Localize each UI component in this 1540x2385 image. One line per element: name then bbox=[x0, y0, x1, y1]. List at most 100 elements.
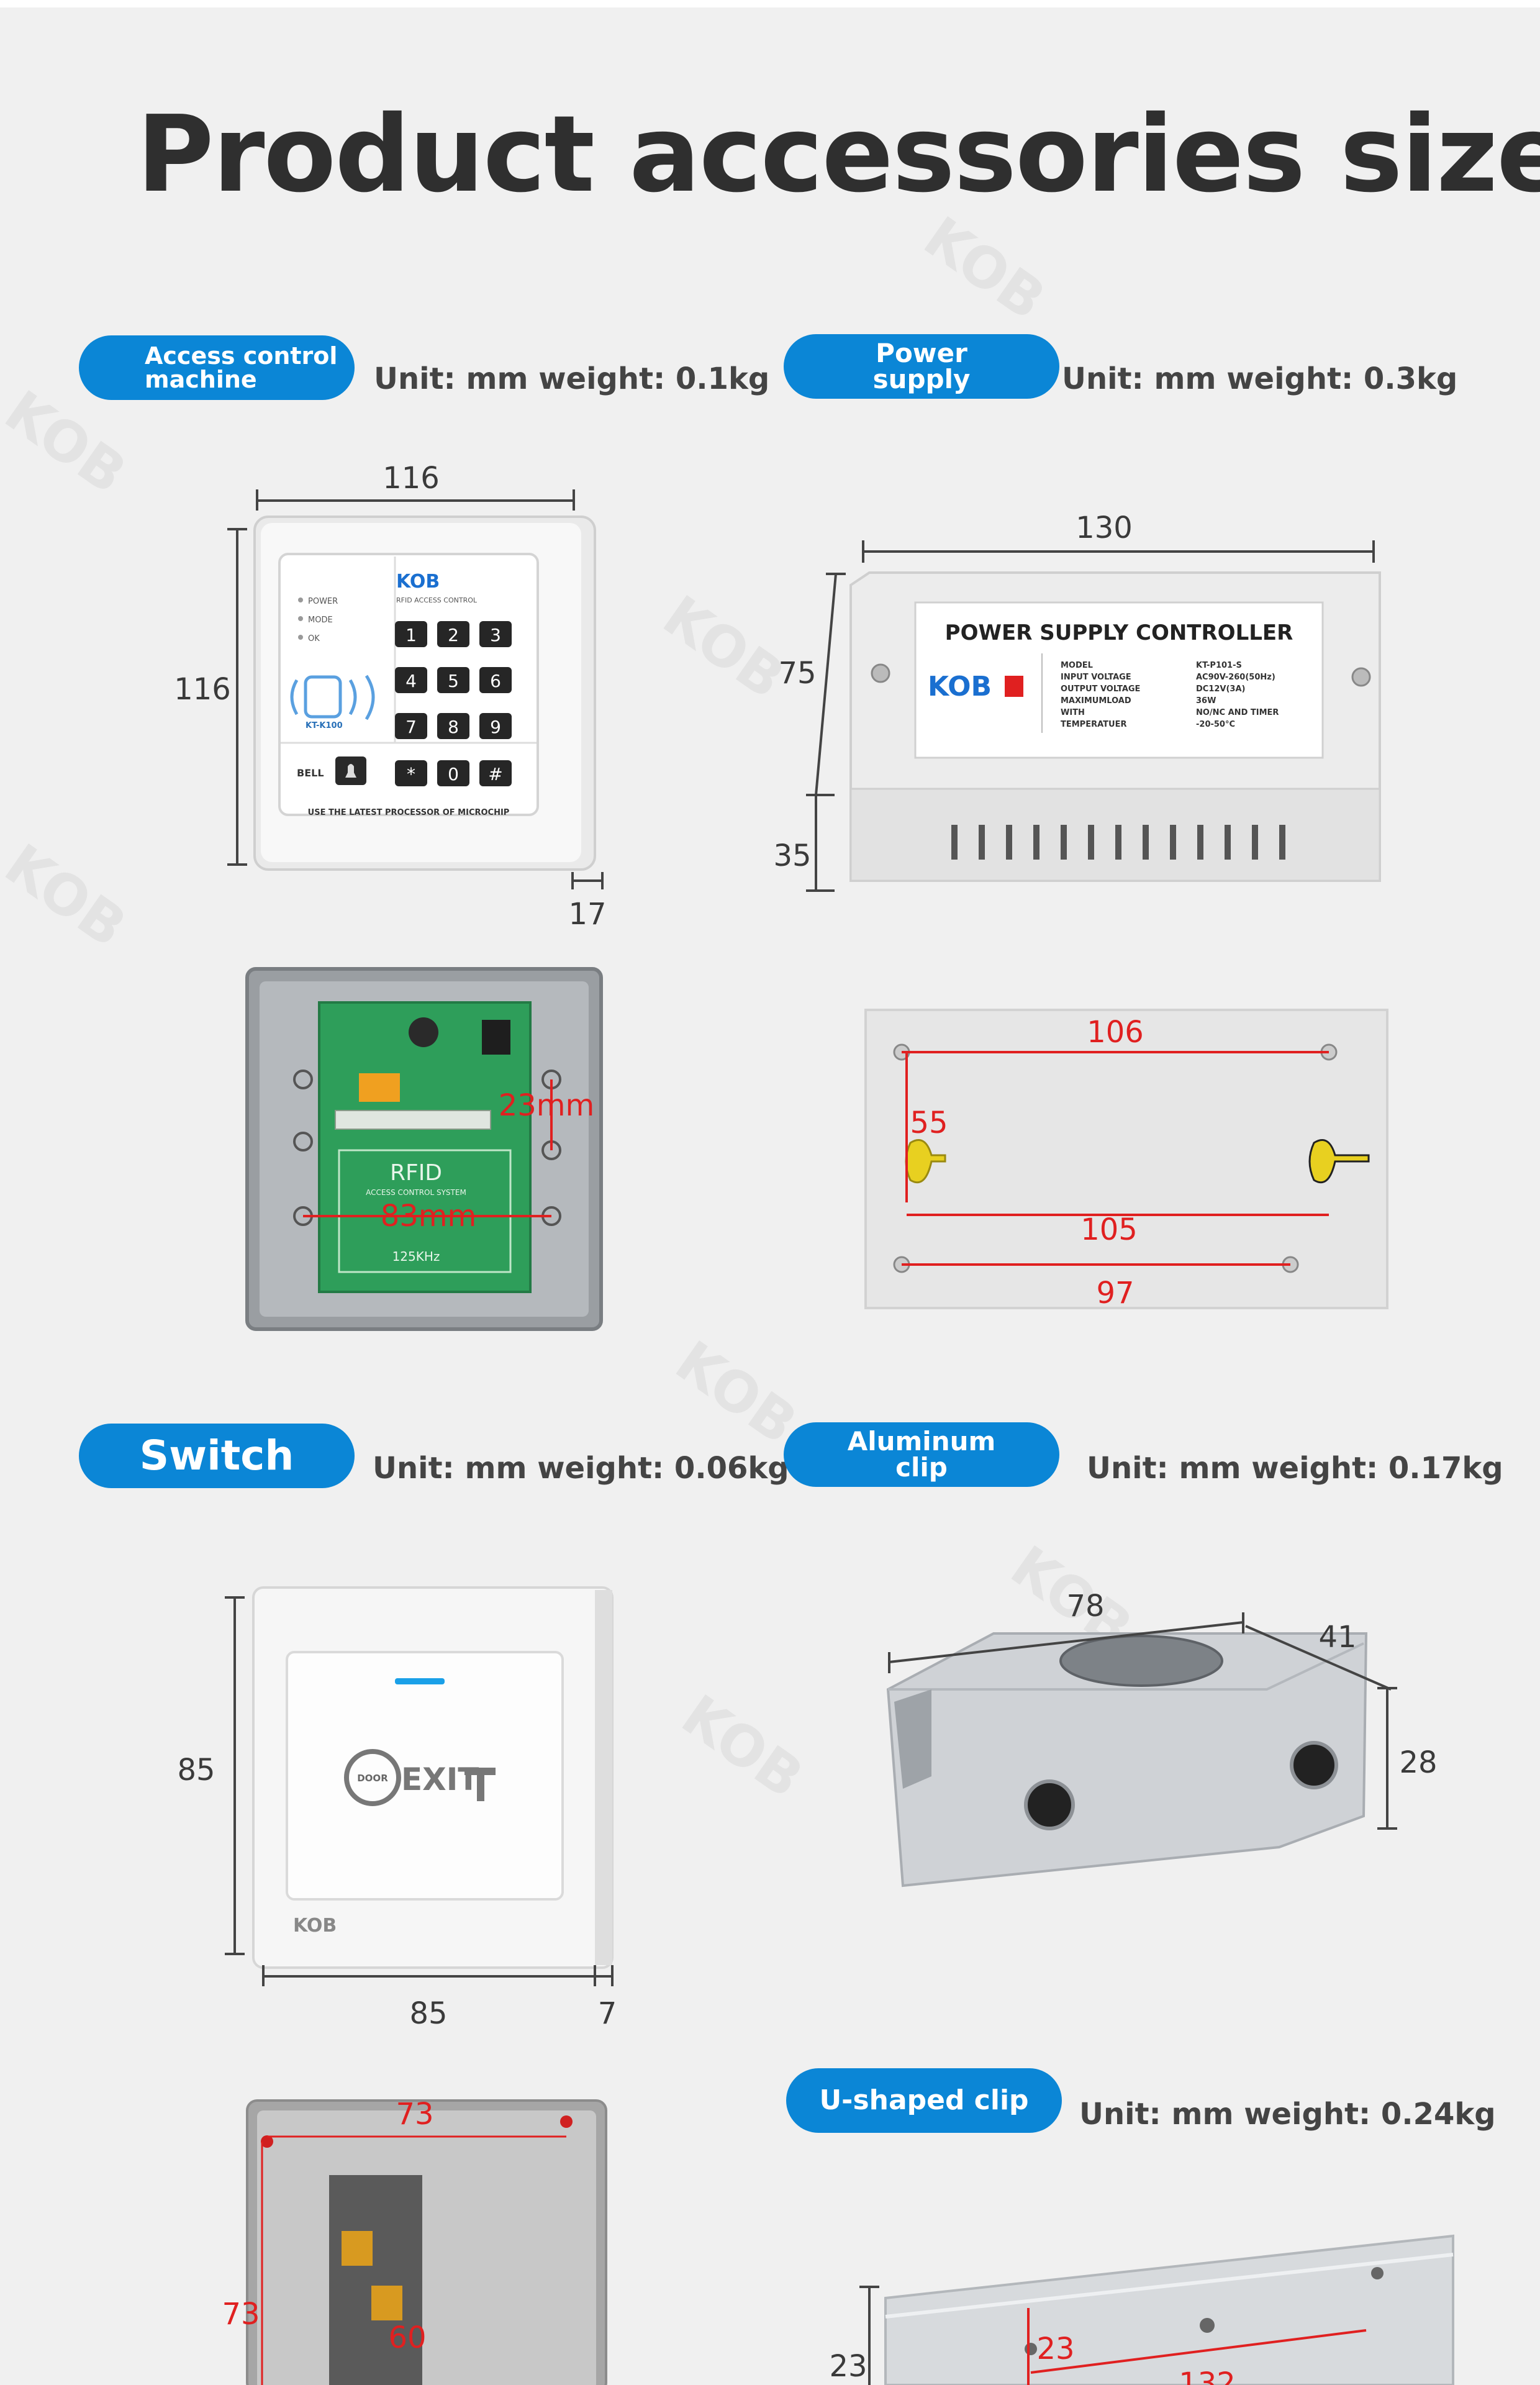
led-label: OK bbox=[308, 634, 320, 643]
top-border bbox=[0, 0, 1540, 7]
power-back-plate bbox=[864, 1009, 1388, 1309]
dim-switch-height: 85 bbox=[177, 1753, 215, 1788]
exit-label: EXIT bbox=[401, 1761, 479, 1797]
clip-hole-icon bbox=[1290, 1741, 1338, 1789]
key-label: 7 bbox=[405, 717, 417, 737]
key-label: 2 bbox=[448, 625, 459, 645]
rfid-wave-icon bbox=[348, 679, 357, 716]
dim-switch-depth: 7 bbox=[598, 1996, 617, 2031]
u-clip-hole-icon bbox=[1025, 2343, 1037, 2355]
board-label-box bbox=[338, 1149, 512, 1273]
screw-hole-icon bbox=[293, 1132, 313, 1152]
key-label: * bbox=[407, 764, 415, 784]
dim-power-back-bottom: 97 bbox=[1096, 1276, 1134, 1311]
clip-top-slot bbox=[1059, 1635, 1223, 1687]
u-clip-hole-icon bbox=[1371, 2267, 1384, 2279]
dim-u-clip-inner: 23 bbox=[1036, 2332, 1074, 2366]
led-icon bbox=[298, 616, 303, 621]
dim-keypad-width: 116 bbox=[383, 461, 440, 496]
power-brand: KOB bbox=[928, 671, 992, 702]
dim-clip-height: 28 bbox=[1399, 1745, 1437, 1780]
section-unit-ushaped: Unit: mm weight: 0.24kg bbox=[1079, 2097, 1496, 2132]
dim-clip-width: 41 bbox=[1318, 1620, 1356, 1655]
led-label: POWER bbox=[308, 597, 338, 606]
led-icon bbox=[298, 635, 303, 640]
dim-power-height: 75 bbox=[778, 656, 816, 691]
terminal-icon bbox=[342, 2231, 373, 2266]
vent-slots bbox=[951, 825, 1285, 860]
section-label-power: Power supply bbox=[784, 334, 1059, 399]
door-label: DOOR bbox=[357, 1773, 388, 1784]
aluminum-clip-body bbox=[886, 1632, 1368, 1888]
spec-key: INPUT VOLTAGE bbox=[1061, 673, 1131, 682]
spec-key: MAXIMUMLOAD bbox=[1061, 696, 1131, 706]
key-label: 0 bbox=[448, 764, 459, 784]
screw-hole-icon bbox=[293, 1070, 313, 1089]
dim-keypad-hole-spacing: 23mm bbox=[499, 1088, 595, 1123]
page-title: Product accessories size bbox=[137, 93, 1540, 216]
section-label-access: Access control machine bbox=[79, 335, 355, 400]
section-unit-access: Unit: mm weight: 0.1kg bbox=[374, 361, 770, 396]
spec-key: WITH bbox=[1061, 708, 1085, 717]
key-label: # bbox=[488, 764, 502, 784]
spec-value: AC90V-260(50Hz) bbox=[1196, 673, 1275, 682]
terminal-block bbox=[335, 1110, 491, 1130]
section-label-aluminum: Aluminum clip bbox=[784, 1422, 1059, 1487]
led-icon bbox=[298, 597, 303, 602]
key-label: 3 bbox=[490, 625, 501, 645]
power-label-heading: POWER SUPPLY CONTROLLER bbox=[945, 620, 1293, 645]
board-frequency: 125KHz bbox=[392, 1249, 440, 1264]
power-label bbox=[914, 601, 1324, 759]
key-label: 1 bbox=[405, 625, 417, 645]
dim-power-back-top: 106 bbox=[1087, 1015, 1144, 1050]
bell-icon bbox=[345, 764, 356, 778]
u-clip-body bbox=[884, 2234, 1454, 2385]
corner-mark-icon bbox=[560, 2115, 573, 2128]
key-label: 5 bbox=[448, 671, 459, 691]
key-label: 4 bbox=[405, 671, 417, 691]
screw-icon bbox=[871, 663, 890, 683]
spec-value: 36W bbox=[1196, 696, 1216, 706]
exit-button[interactable] bbox=[286, 1651, 564, 1901]
rfid-card-icon bbox=[304, 675, 342, 719]
chip-icon bbox=[482, 1020, 510, 1055]
keypad-keys bbox=[395, 621, 512, 786]
dim-keypad-depth: 17 bbox=[568, 897, 606, 932]
switch-back-module bbox=[329, 2175, 422, 2385]
led-label: MODE bbox=[308, 616, 333, 625]
spec-value: NO/NC AND TIMER bbox=[1196, 708, 1279, 717]
section-label-ushaped: U-shaped clip bbox=[786, 2068, 1062, 2133]
section-label-switch: Switch bbox=[79, 1424, 355, 1488]
dim-switch-back-side: 73 bbox=[222, 2297, 260, 2332]
section-unit-power: Unit: mm weight: 0.3kg bbox=[1062, 361, 1458, 396]
dim-power-base: 35 bbox=[773, 838, 811, 873]
key-label: 6 bbox=[490, 671, 501, 691]
dim-keypad-hole-width: 83mm bbox=[381, 1199, 477, 1233]
bell-label: BELL bbox=[297, 767, 324, 779]
dim-u-clip-height: 23 bbox=[829, 2349, 867, 2384]
dim-switch-width: 85 bbox=[409, 1996, 447, 2031]
keypad-subtitle: RFID ACCESS CONTROL bbox=[396, 596, 478, 604]
mounting-hole-icon bbox=[1308, 1139, 1370, 1184]
clip-hole-icon bbox=[1024, 1779, 1075, 1830]
key-label: 8 bbox=[448, 717, 459, 737]
section-unit-switch: Unit: mm weight: 0.06kg bbox=[373, 1451, 789, 1486]
section-unit-aluminum: Unit: mm weight: 0.17kg bbox=[1087, 1451, 1503, 1486]
spec-value: -20-50°C bbox=[1196, 720, 1235, 729]
exit-arrow-icon bbox=[464, 1768, 496, 1801]
board-subtitle: ACCESS CONTROL SYSTEM bbox=[366, 1188, 466, 1197]
keypad-brand: KOB bbox=[396, 571, 440, 593]
dim-keypad-height: 116 bbox=[174, 672, 231, 707]
dim-power-width: 130 bbox=[1076, 511, 1133, 545]
spec-key: MODEL bbox=[1061, 661, 1093, 670]
dim-u-clip-length: 132 bbox=[1179, 2366, 1236, 2385]
u-clip-hole-icon bbox=[1200, 2318, 1215, 2333]
board-text: RFID bbox=[390, 1160, 442, 1186]
terminal-icon bbox=[371, 2286, 402, 2320]
